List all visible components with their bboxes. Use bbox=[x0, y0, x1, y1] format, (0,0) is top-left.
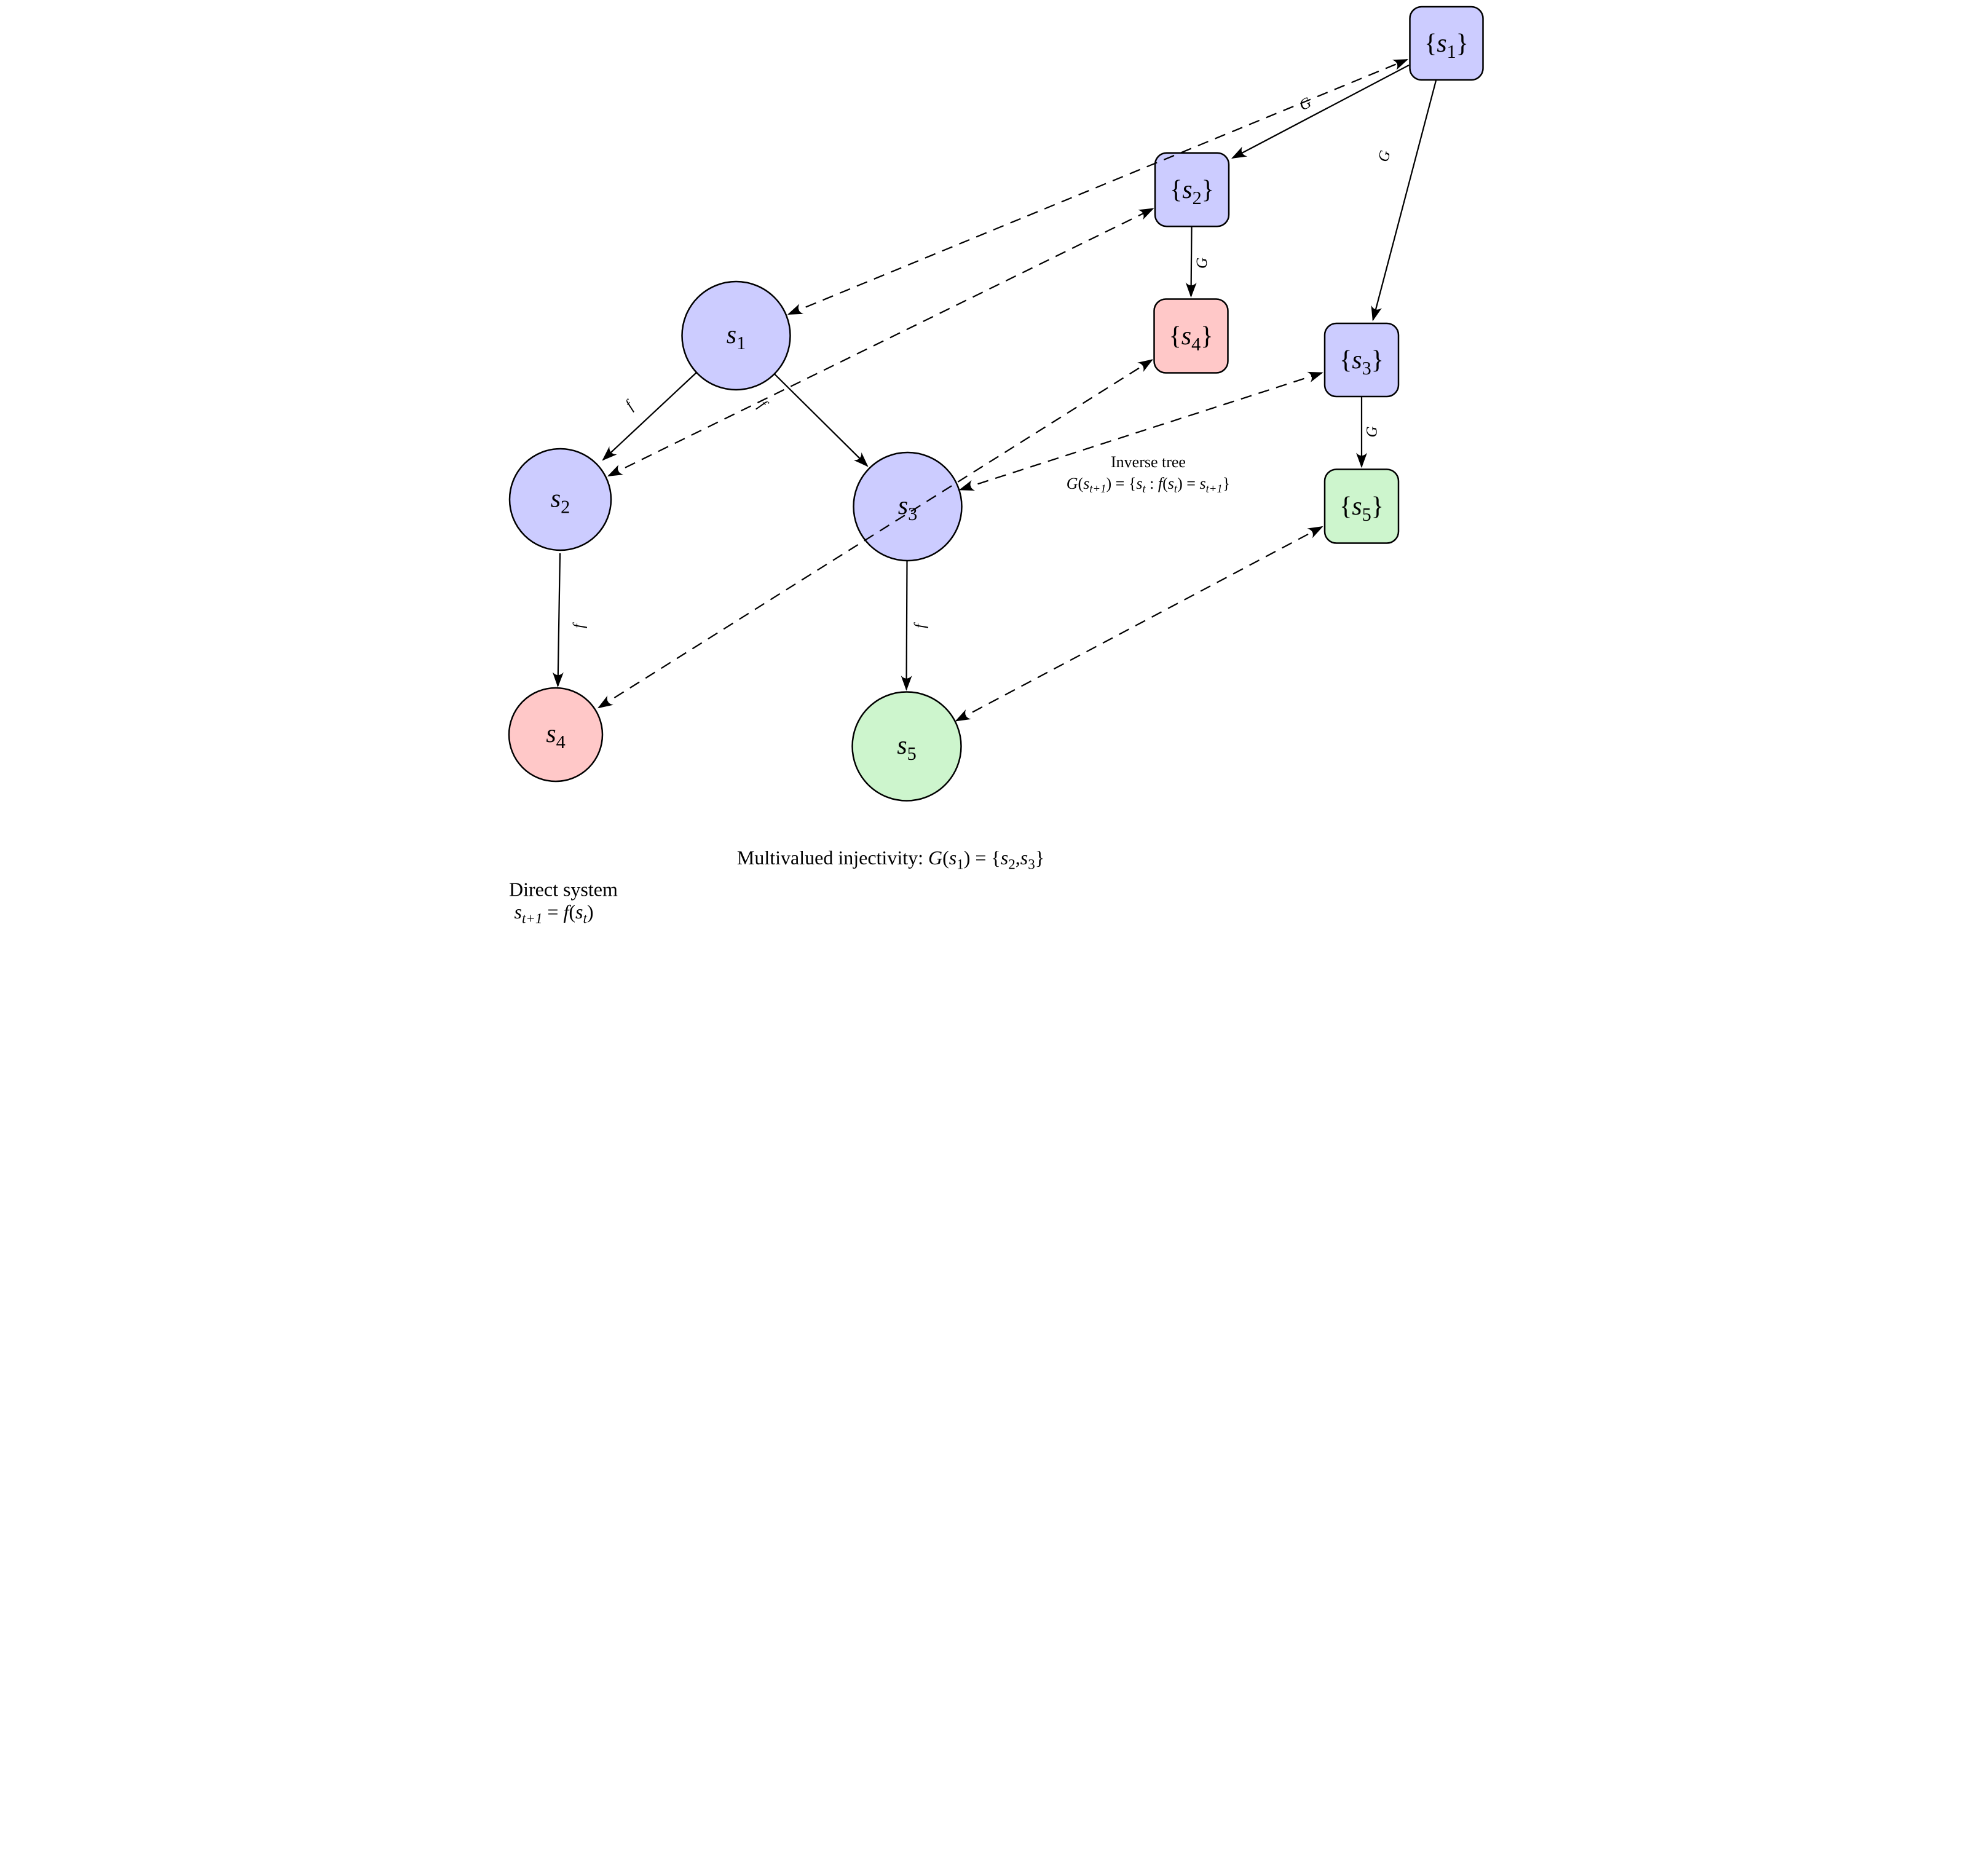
edge-label-G-set-s1-set-s2: G bbox=[1296, 94, 1314, 114]
edge-label-f-s1-s2: f bbox=[622, 397, 638, 413]
direct-node-label-s4: s4 bbox=[546, 720, 565, 752]
correspondence-link-s5-set-s5 bbox=[955, 526, 1323, 722]
correspondence-link-s1-set-s1 bbox=[787, 58, 1408, 315]
direct-node-s5: s5 bbox=[851, 691, 962, 802]
edge-label-G-set-s3-set-s5: G bbox=[1363, 426, 1380, 437]
caption-injectivity-caption: Multivalued injectivity: G(s1) = {s2,s3} bbox=[736, 847, 1044, 872]
inverse-node-shape-set-s5 bbox=[1323, 468, 1399, 544]
edge-label-f-s3-s5: f bbox=[912, 622, 928, 628]
edge-line-f-s1-s2 bbox=[601, 371, 697, 461]
inverse-node-set-s3: {s3} bbox=[1323, 322, 1399, 398]
edge-G-set-s3-set-s5: G bbox=[1355, 397, 1380, 468]
edge-G-set-s1-set-s3: G bbox=[1371, 80, 1437, 322]
caption-inverse-tree-title: Inverse tree bbox=[1111, 453, 1186, 471]
edge-line-f-s1-s3 bbox=[773, 373, 869, 467]
edge-line-f-s2-s4 bbox=[552, 553, 564, 688]
direct-node-s1: s1 bbox=[680, 280, 791, 391]
edge-label-f-s2-s4: f bbox=[570, 622, 587, 628]
edge-G-set-s1-set-s2: G bbox=[1231, 65, 1410, 159]
direct-node-s2: s2 bbox=[508, 448, 612, 551]
inverse-node-label-set-s3: {s3} bbox=[1339, 346, 1384, 379]
caption-direct-system-formula: st+1 = f(st) bbox=[514, 901, 593, 926]
caption-inverse-tree-formula: G(st+1) = {st : f(st) = st+1} bbox=[1066, 475, 1229, 495]
edge-G-set-s2-set-s4: G bbox=[1185, 227, 1210, 298]
edge-line-G-set-s1-set-s2 bbox=[1231, 65, 1410, 159]
correspondence-link-s3-set-s3 bbox=[958, 371, 1323, 491]
direct-node-s4: s4 bbox=[508, 687, 603, 783]
inverse-node-shape-set-s1 bbox=[1408, 6, 1484, 81]
inverse-node-set-s5: {s5} bbox=[1323, 468, 1399, 544]
inverse-node-label-set-s1: {s1} bbox=[1424, 30, 1469, 62]
edge-f-s1-s2: f bbox=[601, 371, 697, 461]
inverse-node-shape-set-s3 bbox=[1323, 322, 1399, 398]
edge-line-G-set-s1-set-s3 bbox=[1371, 80, 1437, 322]
inverse-node-label-set-s2: {s2} bbox=[1170, 176, 1214, 208]
correspondence-link-s4-set-s4 bbox=[597, 359, 1153, 709]
caption-direct-system-title: Direct system bbox=[509, 878, 618, 901]
edge-line-f-s3-s5 bbox=[901, 560, 912, 691]
direct-node-s3: s3 bbox=[852, 451, 963, 562]
inverse-node-label-set-s5: {s5} bbox=[1339, 492, 1384, 525]
inverse-node-set-s1: {s1} bbox=[1408, 6, 1484, 81]
edge-label-G-set-s2-set-s4: G bbox=[1194, 258, 1210, 269]
direct-node-label-s2: s2 bbox=[550, 485, 569, 518]
inverse-node-label-set-s4: {s4} bbox=[1169, 322, 1213, 355]
edge-f-s3-s5: f bbox=[901, 560, 928, 691]
inverse-node-set-s4: {s4} bbox=[1153, 298, 1229, 374]
edge-f-s2-s4: f bbox=[552, 553, 587, 688]
edge-label-G-set-s1-set-s3: G bbox=[1375, 149, 1394, 164]
direct-node-label-s5: s5 bbox=[897, 732, 916, 764]
direct-node-shape-s4 bbox=[508, 687, 603, 783]
inverse-node-set-s2: {s2} bbox=[1154, 152, 1229, 227]
edge-f-s1-s3: f bbox=[755, 373, 869, 467]
